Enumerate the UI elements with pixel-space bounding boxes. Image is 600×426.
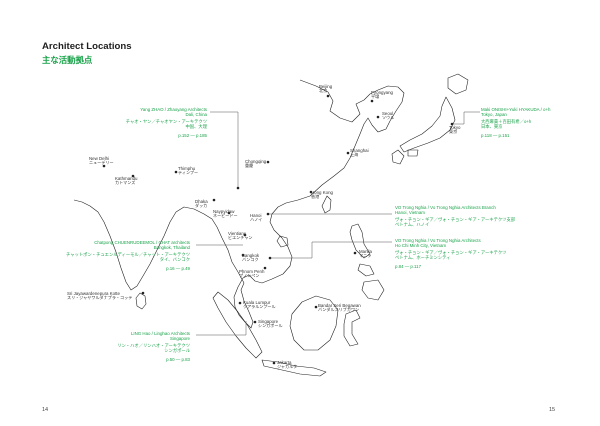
- marker-kathmandu: [131, 174, 135, 178]
- coastline-india: [73, 199, 177, 291]
- philippines-luzon: [349, 223, 371, 259]
- marker-chongqing: [266, 160, 270, 164]
- marker-newdelhi: [102, 164, 106, 168]
- marker-thimphu: [174, 170, 178, 174]
- japan-honshu: [399, 96, 456, 153]
- leader-ling: [196, 321, 247, 336]
- marker-bandar: [314, 305, 318, 309]
- borneo-coast: [289, 295, 339, 351]
- japan-hokkaido: [447, 73, 469, 95]
- marker-hongkong: [309, 190, 313, 194]
- coastline-north: [299, 79, 405, 197]
- page-subtitle: 主な活動拠点: [42, 55, 93, 65]
- marker-singapore: [253, 320, 257, 324]
- architect-callout-onishi: Maki ONISHI+Yuki HYAKUDA / o+h Tokyo, Ja…: [481, 107, 551, 138]
- coastline-bengal: [175, 206, 245, 284]
- marker-beijing: [326, 94, 330, 98]
- page-title: Architect Locations: [42, 41, 132, 52]
- marker-pyongyang: [370, 99, 374, 103]
- marker-seoul: [376, 115, 380, 119]
- page-link-onishi[interactable]: p.118 — p.151: [481, 133, 510, 138]
- java-coast: [261, 359, 327, 377]
- hainan-coast: [276, 235, 289, 248]
- marker-phnompenh: [263, 266, 267, 270]
- marker-hanoi: [266, 212, 270, 216]
- coastline-south-china: [261, 195, 311, 284]
- page-link-ling[interactable]: p.50 — p.83: [166, 357, 190, 362]
- marker-bangkok: [241, 253, 245, 257]
- page-link-chat[interactable]: p.16 — p.49: [166, 266, 190, 271]
- marker-jakarta: [272, 361, 276, 365]
- architect-callout-ling: LING Hao / Linghao Architects Singapore …: [117, 331, 190, 362]
- architect-callout-vtn-hanoi: VO Trong Nghia / Vo Trong Nghia Architec…: [395, 205, 516, 228]
- leader-onishi: [452, 111, 480, 125]
- marker-hcmc: [268, 256, 272, 260]
- marker-dhaka: [212, 198, 216, 202]
- coastline-peninsula: [233, 274, 263, 329]
- architect-callout-vtn-hcmc: VO Trong Nghia / Vo Trong Nghia Architec…: [395, 238, 507, 269]
- philippines-mindanao: [361, 279, 385, 301]
- taiwan-coast: [321, 195, 332, 214]
- marker-shanghai: [346, 151, 350, 155]
- sulawesi-coast: [343, 309, 361, 347]
- marker-dali: [236, 186, 240, 190]
- philippines-visayas: [357, 263, 375, 277]
- marker-manila: [353, 251, 357, 255]
- japan-shikoku: [407, 149, 419, 157]
- marker-kualalumpur: [238, 301, 242, 305]
- architect-callout-chat: Chatpong CHUENRUDEEMOL / CHAT architects…: [66, 240, 190, 271]
- marker-vientiane: [243, 233, 247, 237]
- leader-zhao: [210, 111, 239, 188]
- sumatra-coast: [212, 291, 263, 359]
- marker-colombo: [141, 291, 145, 295]
- page-number-right: 15: [549, 407, 556, 413]
- architect-callout-zhao: Yang ZHAO / Zhaoyang Architects Dali, Ch…: [125, 107, 207, 138]
- sri-lanka-coast: [135, 292, 147, 310]
- leader-vtn-hcmc: [270, 241, 392, 259]
- page-number-left: 14: [42, 407, 49, 413]
- page-link-zhao[interactable]: p.152 — p.185: [178, 133, 207, 138]
- marker-tokyo: [450, 122, 454, 126]
- page-link-vtn-hcmc[interactable]: p.84 — p.117: [395, 264, 422, 269]
- marker-naypyidaw: [227, 211, 231, 215]
- japan-kyushu: [391, 149, 405, 165]
